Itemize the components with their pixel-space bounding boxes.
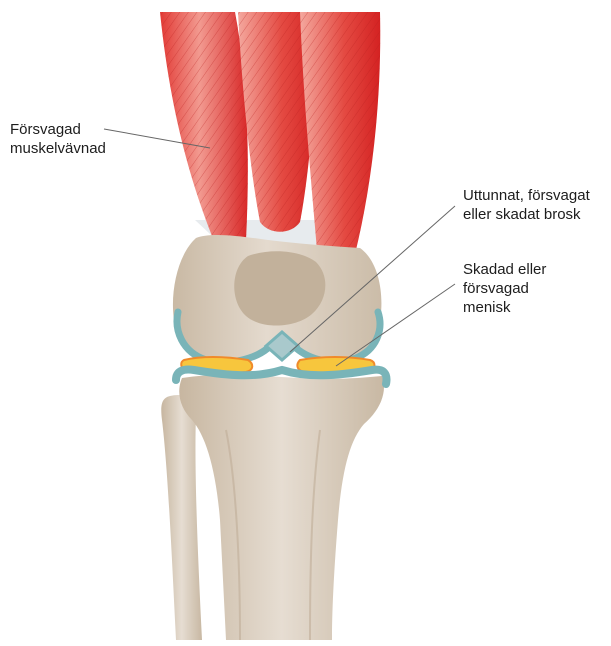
label-damaged-cartilage: Uttunnat, försvagat eller skadat brosk	[463, 186, 590, 224]
label-damaged-meniscus: Skadad eller försvagad menisk	[463, 260, 546, 317]
label-cartilage-line-2: eller skadat brosk	[463, 205, 590, 224]
label-meniscus-line-2: försvagad	[463, 279, 546, 298]
label-cartilage-line-1: Uttunnat, försvagat	[463, 186, 590, 205]
weakened-muscle-tissue	[160, 12, 380, 266]
tibia	[179, 375, 384, 640]
label-meniscus-line-1: Skadad eller	[463, 260, 546, 279]
label-meniscus-line-3: menisk	[463, 298, 546, 317]
label-muscle-line-1: Försvagad	[10, 120, 106, 139]
label-muscle-line-2: muskelvävnad	[10, 139, 106, 158]
fibula	[161, 395, 202, 640]
label-weakened-muscle-tissue: Försvagad muskelvävnad	[10, 120, 106, 158]
